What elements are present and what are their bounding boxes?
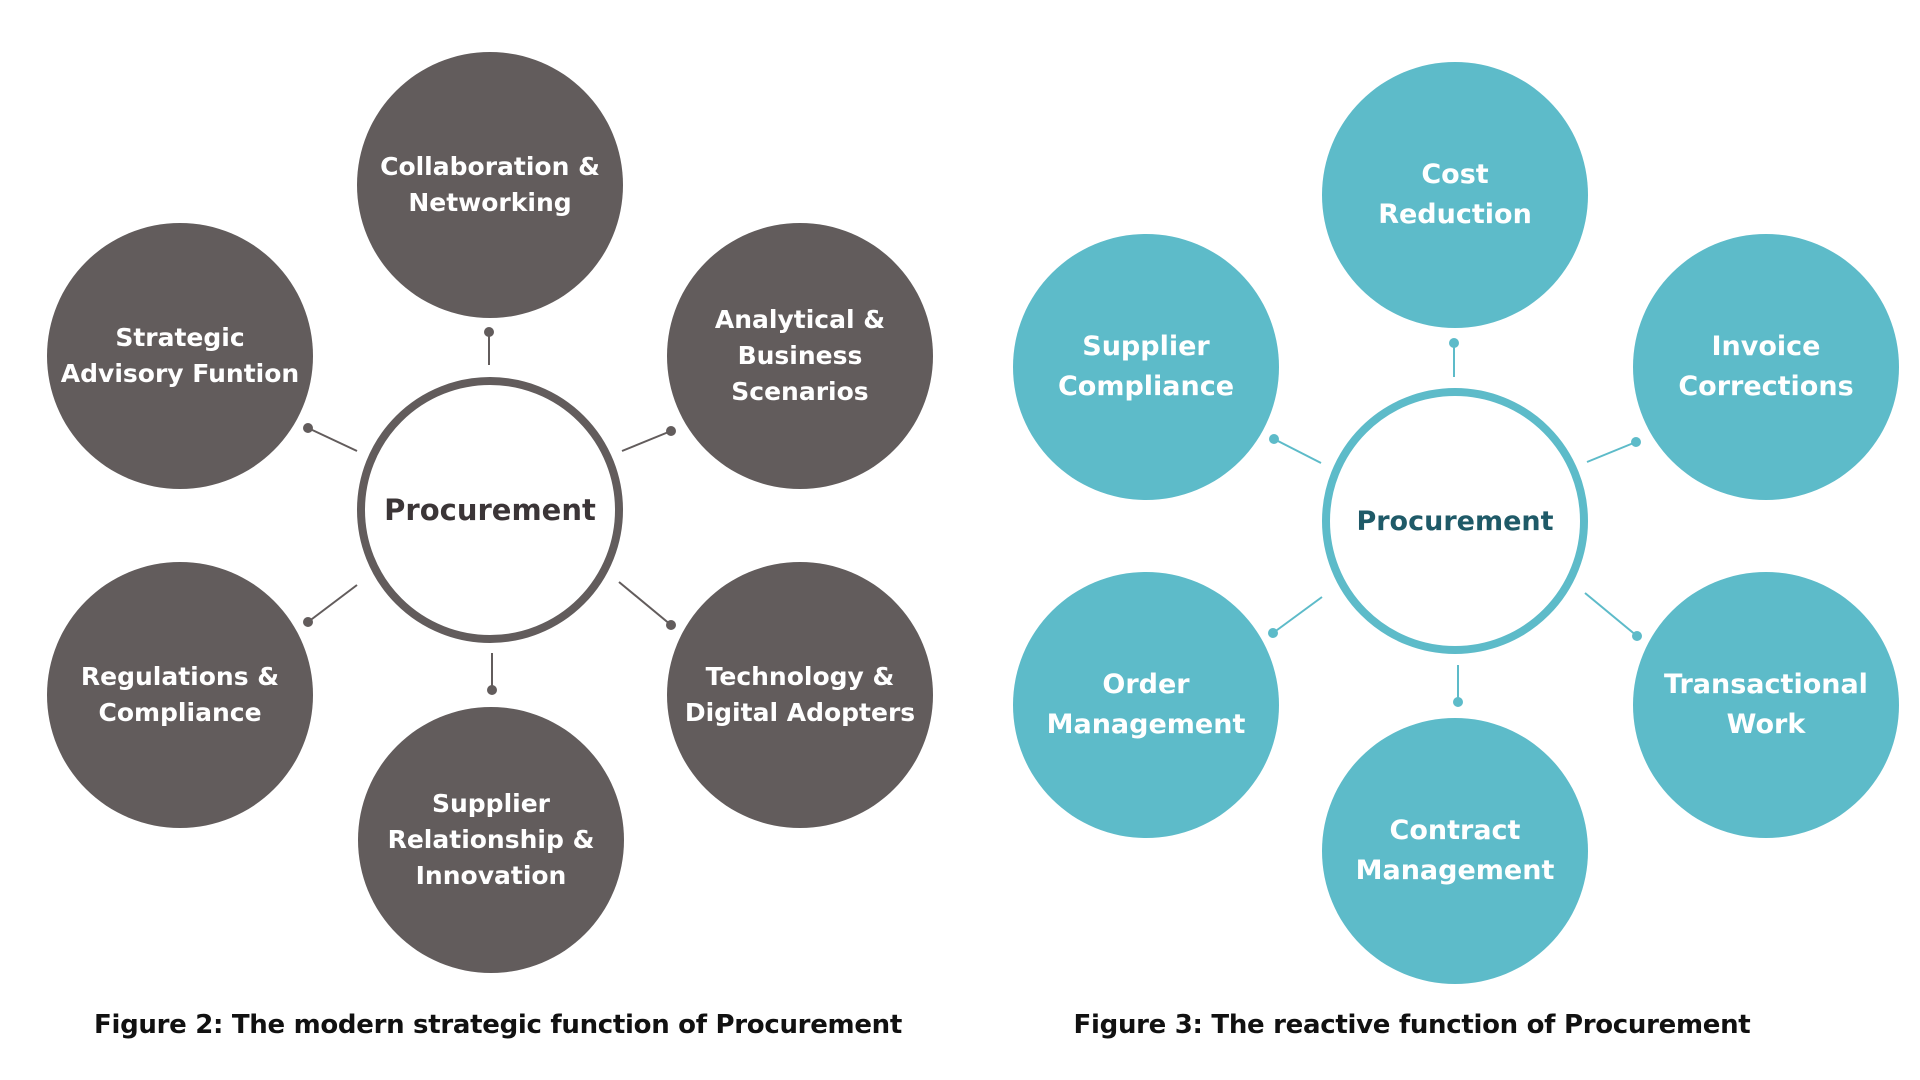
node-technology-digital-adopters: Technology & Digital Adopters [667, 562, 933, 828]
node-label-line: Work [1726, 709, 1806, 740]
figure-3-caption: Figure 3: The reactive function of Procu… [1073, 1010, 1751, 1040]
node-collaboration-networking: Collaboration & Networking [357, 52, 623, 318]
node-label-line: Order [1102, 669, 1190, 700]
node-label-line: Digital Adopters [684, 698, 916, 727]
node-label-line: Invoice [1711, 331, 1821, 362]
connector-dot-invoice-corrections [1631, 437, 1641, 447]
node-label-line: Contract [1389, 815, 1521, 846]
node-label-line: Innovation [415, 861, 567, 890]
node-invoice-corrections: Invoice Corrections [1633, 234, 1899, 500]
node-label-line: Advisory Funtion [60, 359, 300, 388]
node-label-line: Supplier [431, 789, 550, 818]
node-label-line: Management [1046, 709, 1246, 740]
node-cost-reduction: Cost Reduction [1322, 62, 1588, 328]
node-transactional-work: Transactional Work [1633, 572, 1899, 838]
hub-label: Procurement [384, 493, 596, 527]
figure-2-caption: Figure 2: The modern strategic function … [94, 1010, 902, 1040]
node-label-line: Cost [1421, 159, 1489, 190]
node-label-line: Management [1355, 855, 1555, 886]
node-label-line: Networking [408, 188, 572, 217]
node-label-line: Compliance [98, 698, 262, 727]
node-label-line: Regulations & [80, 662, 280, 691]
node-strategic-advisory-function: Strategic Advisory Funtion [47, 223, 313, 489]
connector-dot-transactional-work [1632, 631, 1642, 641]
node-supplier-relationship-innovation: Supplier Relationship & Innovation [358, 707, 624, 973]
node-label-line: Reduction [1378, 199, 1532, 230]
connector-dot-supplier-compliance [1269, 434, 1279, 444]
node-label-line: Scenarios [731, 377, 869, 406]
connector-order-management [1272, 596, 1323, 634]
connector-dot-order-management [1268, 628, 1278, 638]
connector-dot-cost-reduction [1449, 338, 1459, 348]
node-label-line: Business [737, 341, 863, 370]
hub-procurement: Procurement [357, 377, 623, 643]
node-label-line: Corrections [1678, 371, 1854, 402]
hub-label: Procurement [1356, 505, 1554, 537]
node-label-line: Transactional [1664, 669, 1868, 700]
node-order-management: Order Management [1013, 572, 1279, 838]
node-analytical-business-scenarios: Analytical & Business Scenarios [667, 223, 933, 489]
connector-transactional-work [1584, 592, 1638, 637]
connector-supplier-compliance [1273, 438, 1322, 464]
node-regulations-compliance: Regulations & Compliance [47, 562, 313, 828]
node-label-line: Relationship & [387, 825, 595, 854]
node-label-line: Technology & [705, 662, 895, 691]
connector-dot-contract-management [1453, 697, 1463, 707]
connector-invoice-corrections [1586, 441, 1637, 463]
node-contract-management: Contract Management [1322, 718, 1588, 984]
node-supplier-compliance: Supplier Compliance [1013, 234, 1279, 500]
node-label-line: Supplier [1082, 331, 1210, 362]
node-label-line: Analytical & [714, 305, 886, 334]
hub-procurement: Procurement [1322, 388, 1588, 654]
node-label-line: Strategic [115, 323, 245, 352]
node-label-line: Compliance [1057, 371, 1235, 402]
node-label-line: Collaboration & [380, 152, 600, 181]
